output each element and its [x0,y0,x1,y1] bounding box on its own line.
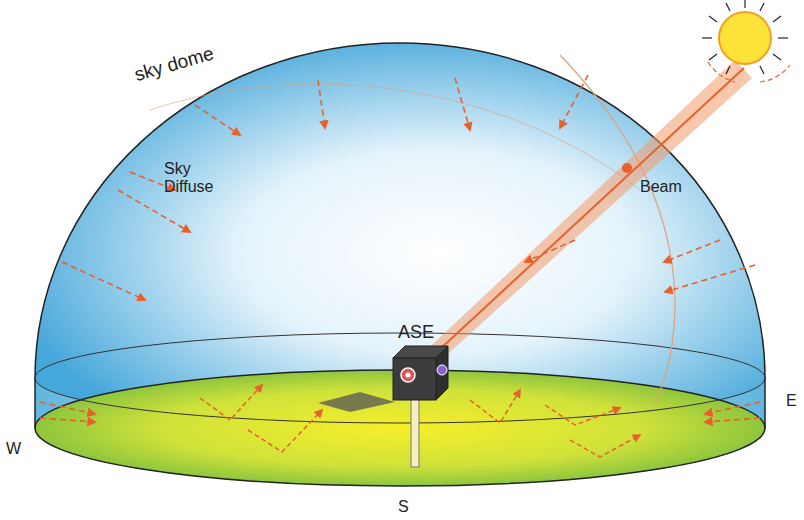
compass-label: S [398,498,409,516]
compass-label: W [6,440,21,458]
diffuse-label: Sky Diffuse [164,160,234,197]
dome-label: sky dome [132,42,216,85]
compass-label: E [786,392,797,410]
beam-label: Beam [640,178,682,196]
instrument-label: ASE [398,322,434,343]
